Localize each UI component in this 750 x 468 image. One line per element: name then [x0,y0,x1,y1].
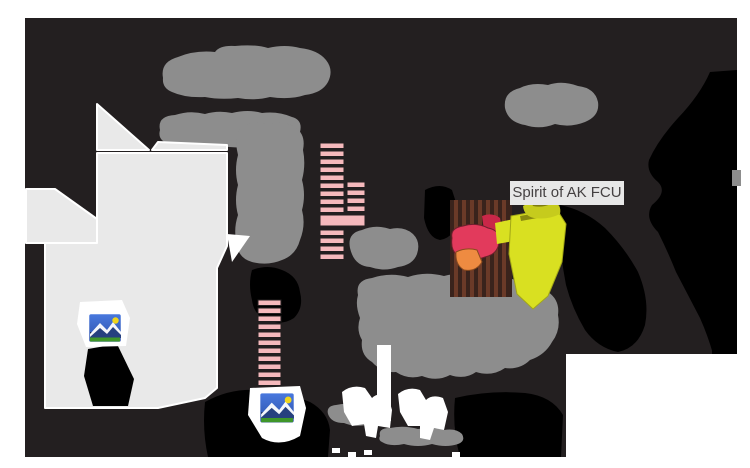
white-halo-dot [452,452,460,457]
stair-landing [319,214,366,227]
stair-step [257,363,282,370]
white-halo-dot [332,448,340,453]
stair-step [257,379,282,386]
stair-step [257,355,282,362]
location-label[interactable]: Spirit of AK FCU [510,181,624,205]
highlight-yellow-left-bit [495,219,514,244]
shadow-block [712,340,737,354]
shadow-mid-right [559,205,647,352]
image-placeholder-icon [257,390,297,426]
placeholder-sun [284,396,292,404]
stair-step [319,158,345,165]
stair-step [257,331,282,338]
text-halo-near-stairs [349,226,419,270]
placeholder-sun [112,317,119,324]
stair-step [346,181,366,188]
stair-step [257,299,282,306]
white-halo-dot [348,452,356,457]
store-orange [455,248,483,271]
white-halo-dot [364,450,372,455]
stair-step [257,339,282,346]
stair-step [257,347,282,354]
stair-step [319,229,345,236]
placeholder-mountain-shadow [261,406,294,419]
text-halo-bottom-large [356,273,559,379]
stair-step [319,182,345,189]
stair-step [257,371,282,378]
map-cutout [566,354,737,457]
store-blocks [450,195,567,310]
stairs-icon-lower [257,299,282,386]
stair-step [257,307,282,314]
stairs-icon-upper [319,142,366,260]
stair-step [319,190,345,197]
stair-step [319,142,345,149]
building-roof-sliver [151,141,228,151]
stair-step [319,174,345,181]
stair-step [319,253,345,260]
stair-step [257,323,282,330]
stair-step [346,205,366,212]
text-halo-title [162,45,331,100]
text-halo-column [235,122,305,264]
placeholder-grass [90,337,120,342]
stair-step [319,166,345,173]
maroon-stripe [502,200,506,297]
building-roof-triangle [96,103,150,151]
placeholder-mountain-shadow [90,327,121,338]
stair-step [257,315,282,322]
shadow-bottom-right [454,392,563,457]
stair-step [346,197,366,204]
white-halos [77,300,460,457]
stair-step [319,245,345,252]
stair-step [319,198,345,205]
building-shadow-wedge [84,344,134,406]
shadow-coastline [648,70,737,354]
building-corner-white [227,234,250,262]
placeholder-grass [261,417,293,423]
image-placeholder-icon [86,311,124,345]
stair-step [346,189,366,196]
stair-step [319,206,345,213]
stair-step [319,150,345,157]
white-halo-mitten-2 [398,388,448,440]
stair-step [319,237,345,244]
text-halo-edge-mark [732,170,741,186]
text-halo-gate [504,82,599,128]
white-halo-mitten-1 [342,386,392,438]
